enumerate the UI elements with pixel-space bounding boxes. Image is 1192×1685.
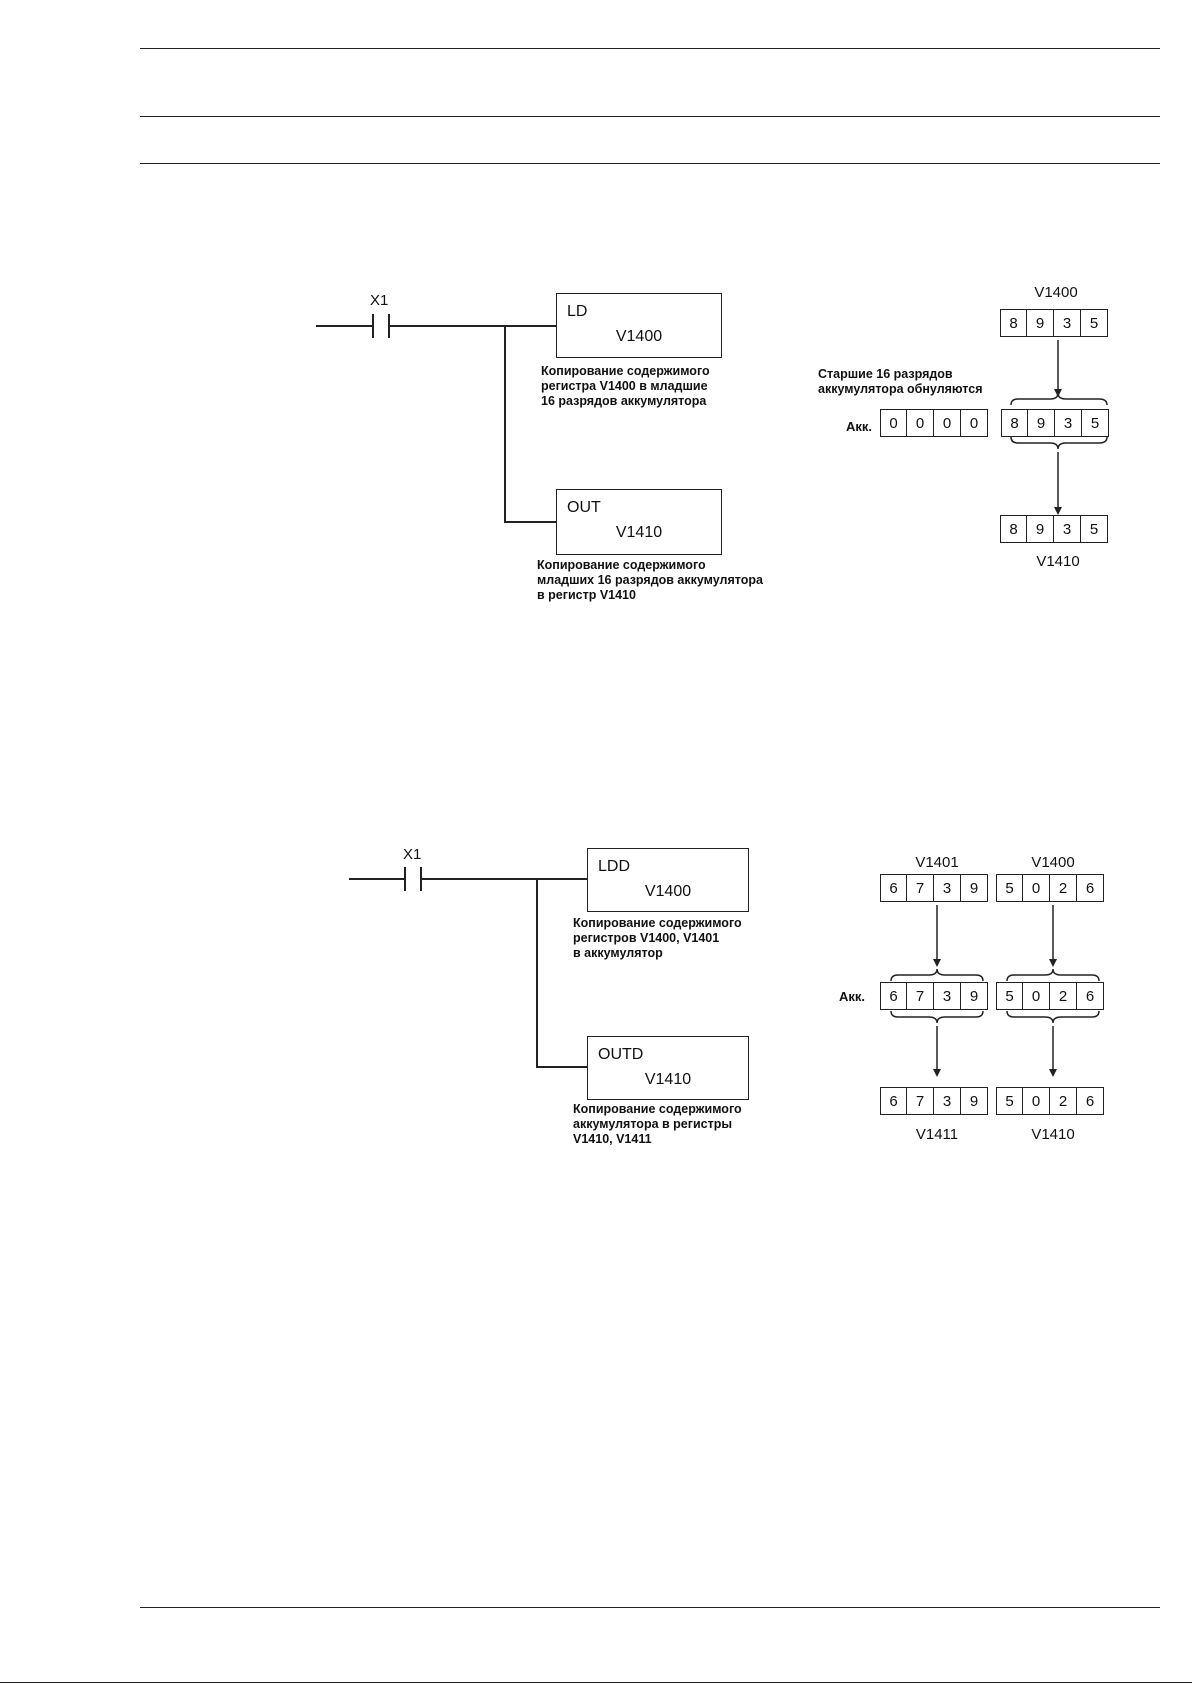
digit-cell: 3 [934,982,961,1010]
outd-opcode: OUTD [598,1046,644,1063]
header-rule-top [140,48,1160,49]
digit-cell: 3 [934,1087,961,1115]
out-opcode: OUT [567,499,601,516]
out-register: V1410 [615,524,663,541]
ldd-description: Копирование содержимого регистров V1400,… [573,916,742,960]
contact-x1-label: X1 [370,292,389,309]
digit-cell: 2 [1050,1087,1077,1115]
digit-cell: 7 [907,874,934,902]
header-rule-bottom [140,163,1160,164]
rung-wire-right [421,878,587,880]
ldd-opcode: LDD [598,858,631,875]
digit-cell: 5 [1081,515,1108,543]
source-low-register-label: V1400 [1031,854,1075,871]
branch-wire [504,325,506,523]
branch-wire-out [504,521,556,523]
outd-register: V1410 [644,1071,692,1088]
dest-register-digits: 8 9 3 5 [1000,515,1108,543]
contact-x1-left-bar [404,867,406,891]
digit-cell: 0 [907,409,934,437]
digit-cell: 6 [880,874,907,902]
branch-wire-out [536,1066,587,1068]
digit-cell: 3 [1054,309,1081,337]
contact-x1-left-bar [372,314,374,338]
dest-high-register-label: V1411 [915,1126,959,1143]
digit-cell: 5 [996,874,1023,902]
upper-bits-note: Старшие 16 разрядов аккумулятора обнуляю… [818,367,983,396]
header-rule-middle [140,116,1160,117]
contact-x1-label: X1 [403,846,422,863]
digit-cell: 0 [1023,1087,1050,1115]
rung-wire-left [349,878,405,880]
digit-cell: 5 [996,1087,1023,1115]
out-instruction-box: OUT V1410 [556,489,722,555]
digit-cell: 9 [1027,515,1054,543]
accumulator-label: Акк. [846,419,873,434]
outd-description: Копирование содержимого аккумулятора в р… [573,1102,742,1146]
digit-cell: 6 [880,982,907,1010]
ld-opcode: LD [567,303,588,320]
digit-cell: 6 [880,1087,907,1115]
digit-cell: 6 [1077,982,1104,1010]
bottom-edge-rule [0,1682,1192,1683]
branch-wire [536,878,538,1068]
digit-cell: 5 [996,982,1023,1010]
digit-cell: 9 [961,874,988,902]
dest-low-register-label: V1410 [1031,1126,1075,1143]
accumulator-label: Акк. [839,989,866,1004]
digit-cell: 9 [1027,309,1054,337]
out-description: Копирование содержимого младших 16 разря… [537,558,763,602]
digit-cell: 8 [1000,309,1027,337]
digit-cell: 0 [880,409,907,437]
digit-cell: 0 [1023,874,1050,902]
footer-rule [140,1607,1160,1608]
rung-wire-right [389,325,556,327]
digit-cell: 7 [907,982,934,1010]
digit-cell: 8 [1001,409,1028,437]
dest-register-label: V1410 [1036,553,1080,570]
accumulator-high-digits: 6 7 3 9 [880,982,988,1010]
ld-instruction-box: LD V1400 [556,293,722,358]
digit-cell: 6 [1077,874,1104,902]
rung-wire-left [316,325,373,327]
digit-cell: 5 [1082,409,1109,437]
digit-cell: 3 [934,874,961,902]
ldd-instruction-box: LDD V1400 [587,848,749,912]
ld-register: V1400 [615,328,663,345]
source-register-digits: 8 9 3 5 [1000,309,1108,337]
digit-cell: 9 [961,1087,988,1115]
source-high-register-label: V1401 [915,854,959,871]
accumulator-high-digits: 0 0 0 0 [880,409,988,437]
accumulator-low-digits: 5 0 2 6 [996,982,1104,1010]
source-high-digits: 6 7 3 9 [880,874,988,902]
digit-cell: 9 [961,982,988,1010]
digit-cell: 0 [1023,982,1050,1010]
digit-cell: 7 [907,1087,934,1115]
dest-low-digits: 5 0 2 6 [996,1087,1104,1115]
digit-cell: 6 [1077,1087,1104,1115]
digit-cell: 0 [934,409,961,437]
outd-instruction-box: OUTD V1410 [587,1036,749,1100]
digit-cell: 3 [1055,409,1082,437]
digit-cell: 5 [1081,309,1108,337]
source-register-label: V1400 [1034,284,1078,301]
digit-cell: 2 [1050,982,1077,1010]
digit-cell: 2 [1050,874,1077,902]
ld-description: Копирование содержимого регистра V1400 в… [541,364,710,408]
ldd-register: V1400 [644,883,692,900]
accumulator-low-digits: 8 9 3 5 [1001,409,1109,437]
dest-high-digits: 6 7 3 9 [880,1087,988,1115]
source-low-digits: 5 0 2 6 [996,874,1104,902]
digit-cell: 8 [1000,515,1027,543]
digit-cell: 9 [1028,409,1055,437]
digit-cell: 0 [961,409,988,437]
digit-cell: 3 [1054,515,1081,543]
